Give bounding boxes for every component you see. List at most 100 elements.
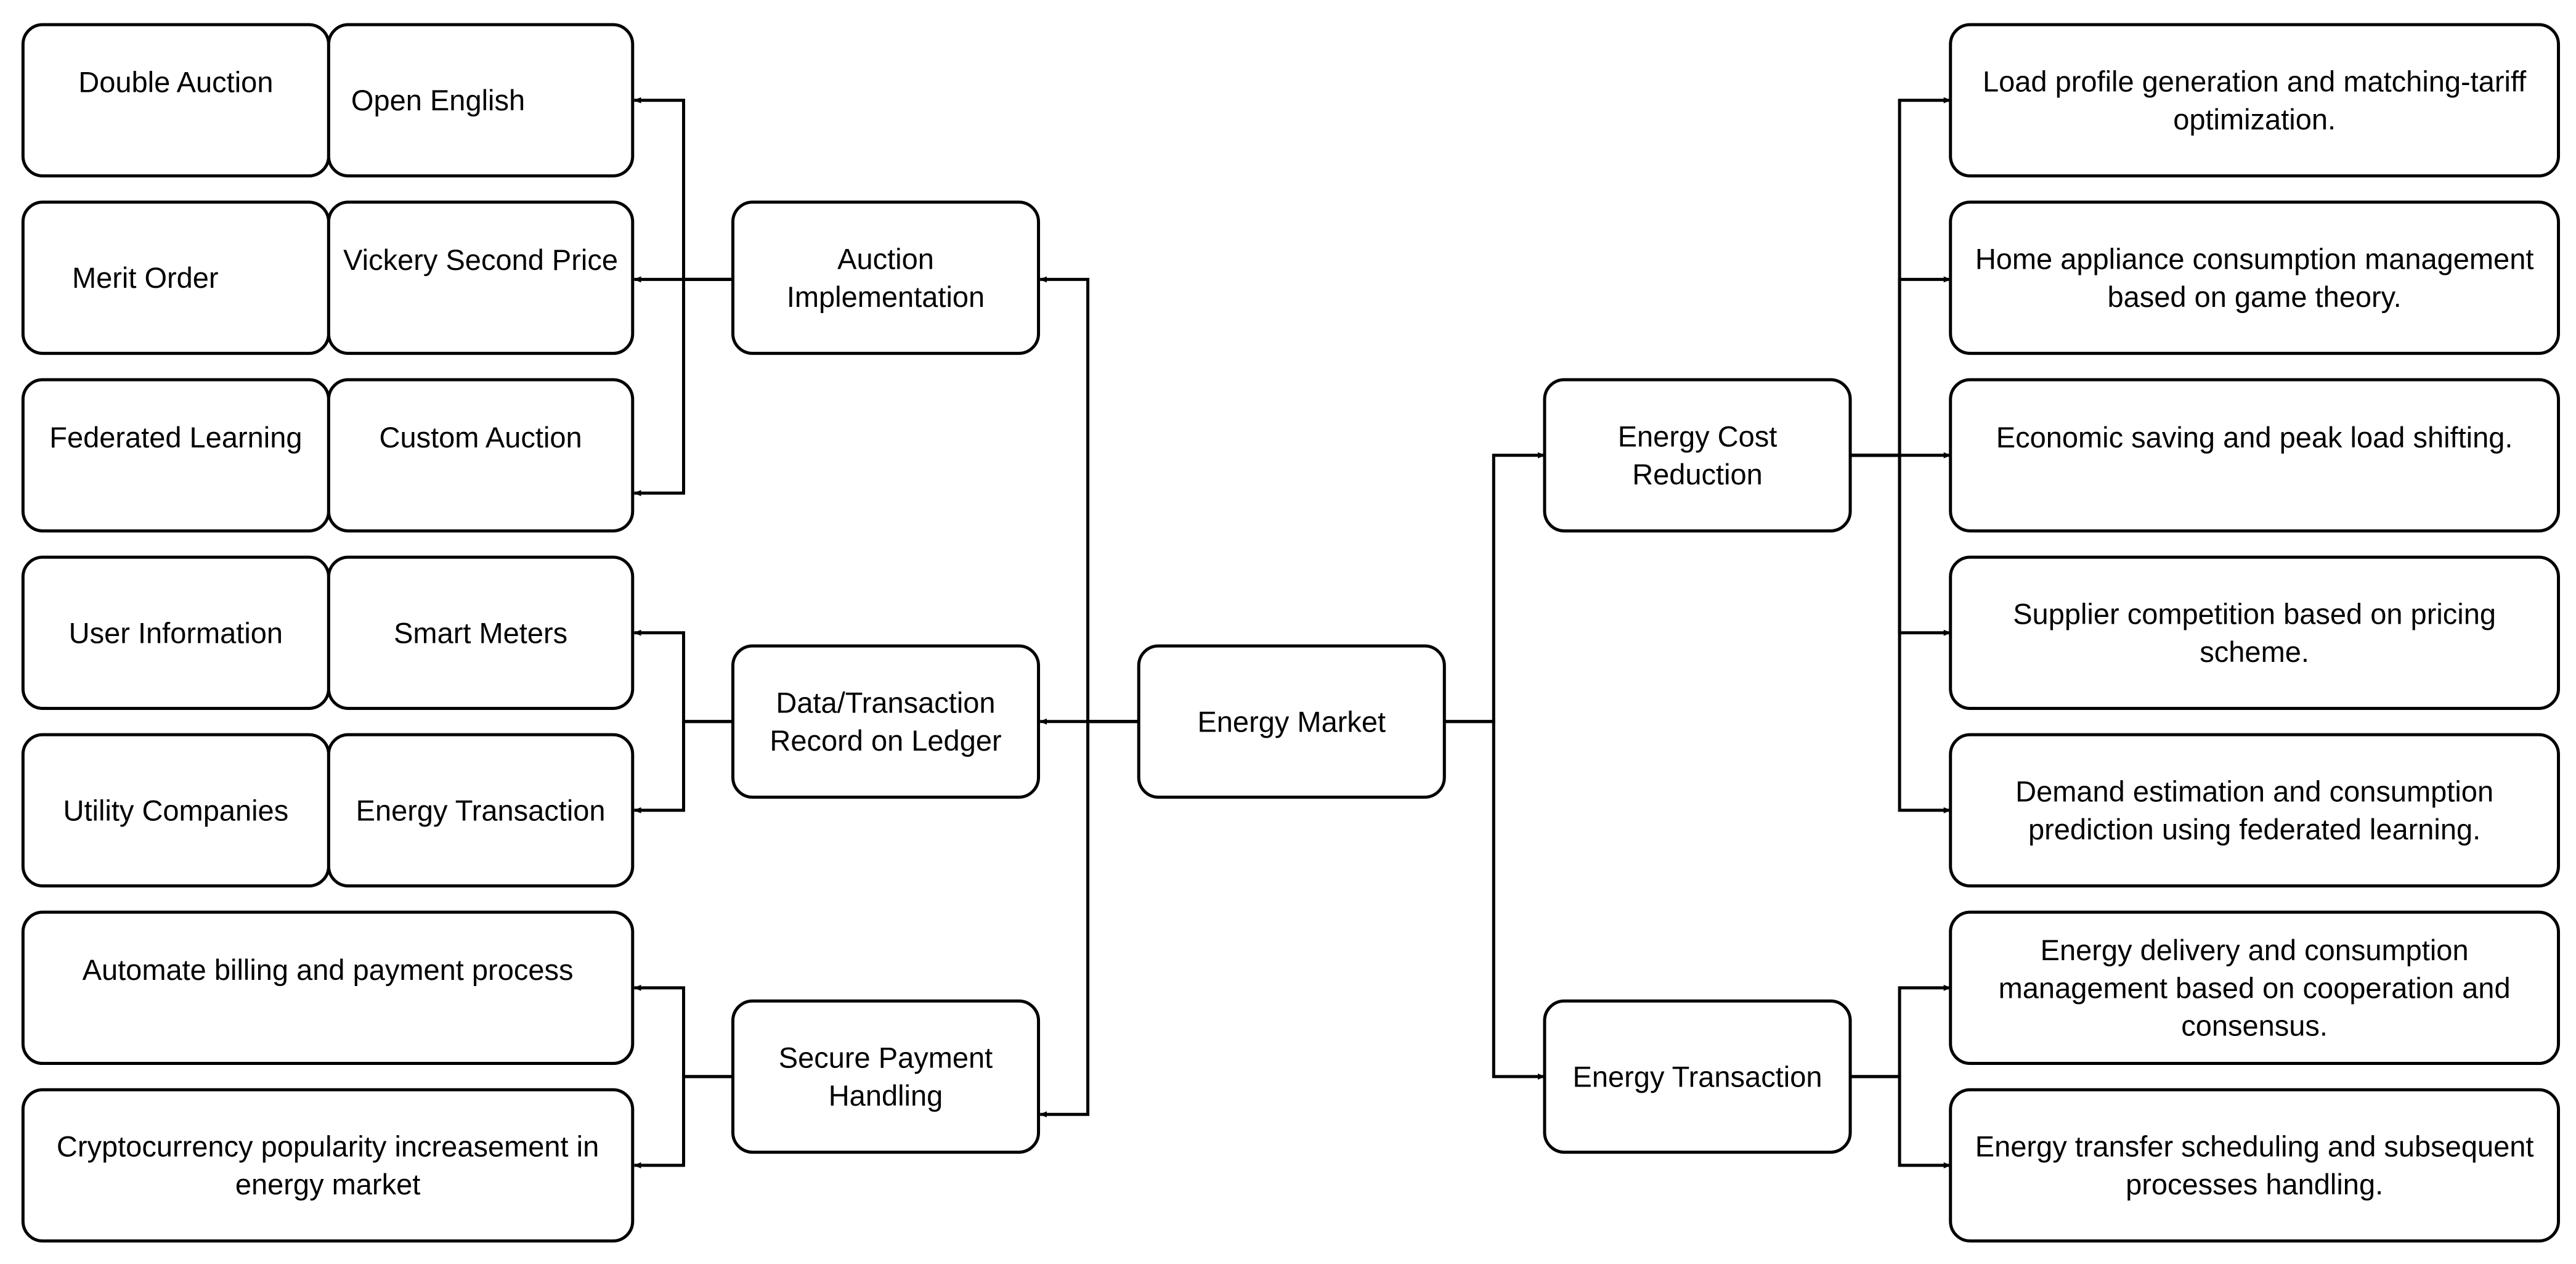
connector-energy-cost-reduction-to-home-appliance bbox=[1850, 276, 1951, 457]
node-open-english: Open English bbox=[327, 23, 635, 177]
node-box bbox=[1949, 1088, 2561, 1243]
node-box bbox=[327, 23, 635, 177]
node-box bbox=[1543, 999, 1852, 1154]
node-label: Energy Transaction bbox=[356, 794, 606, 826]
node-label: Supplier competition based on pricing bbox=[2013, 598, 2496, 630]
node-label: Data/Transaction bbox=[776, 687, 995, 719]
node-label: Utility Companies bbox=[63, 794, 289, 826]
node-label: Smart Meters bbox=[394, 616, 567, 649]
node-box bbox=[1949, 733, 2561, 888]
node-label: Merit Order bbox=[72, 261, 219, 294]
node-box bbox=[21, 1088, 635, 1243]
connector-auction-implementation-to-custom-auction bbox=[633, 277, 733, 497]
node-supplier-competition: Supplier competition based on pricing sch… bbox=[1949, 555, 2561, 710]
node-label: Cryptocurrency popularity increasement i… bbox=[57, 1130, 599, 1163]
node-box bbox=[21, 910, 635, 1066]
node-smart-meters: Smart Meters bbox=[327, 555, 635, 710]
node-label: consensus. bbox=[2181, 1009, 2328, 1042]
node-label: Federated Learning bbox=[49, 421, 302, 454]
connector-energy-market-to-energy-cost-reduction bbox=[1444, 452, 1545, 724]
connector-data-transaction-record-to-smart-meters bbox=[633, 629, 733, 724]
node-box bbox=[327, 200, 635, 355]
node-load-profile: Load profile generation and matching-tar… bbox=[1949, 23, 2561, 177]
node-label: User Information bbox=[69, 616, 283, 649]
node-label: Reduction bbox=[1632, 458, 1763, 491]
node-label: Energy delivery and consumption bbox=[2041, 934, 2469, 966]
node-label: management based on cooperation and bbox=[1999, 971, 2511, 1004]
node-federated-learning: Federated Learning bbox=[21, 378, 330, 532]
node-label: Economic saving and peak load shifting. bbox=[1996, 421, 2513, 454]
node-label: Double Auction bbox=[78, 66, 273, 99]
node-box bbox=[1543, 378, 1852, 532]
node-double-auction: Double Auction bbox=[21, 23, 330, 177]
node-box bbox=[731, 644, 1041, 799]
node-label: based on game theory. bbox=[2107, 280, 2401, 313]
connector-energy-market-to-auction-implementation bbox=[1039, 276, 1139, 724]
node-label: energy market bbox=[235, 1168, 420, 1201]
node-energy-delivery: Energy delivery and consumption managemen… bbox=[1949, 910, 2561, 1066]
node-label: Auction bbox=[837, 243, 934, 275]
node-box bbox=[327, 733, 635, 888]
node-label: Custom Auction bbox=[380, 421, 582, 454]
connector-data-transaction-record-to-energy-transaction-left bbox=[633, 720, 733, 813]
node-cryptocurrency: Cryptocurrency popularity increasement i… bbox=[21, 1088, 635, 1243]
connector-energy-market-to-energy-transaction-right bbox=[1444, 720, 1545, 1080]
node-box bbox=[1949, 555, 2561, 710]
node-box bbox=[1949, 378, 2561, 532]
node-label: Implementation bbox=[787, 280, 985, 313]
node-label: Secure Payment bbox=[779, 1042, 993, 1074]
node-box bbox=[327, 555, 635, 710]
node-label: Load profile generation and matching-tar… bbox=[1983, 65, 2527, 98]
node-box bbox=[1137, 644, 1446, 799]
node-box bbox=[327, 378, 635, 532]
node-demand-estimation: Demand estimation and consumption predict… bbox=[1949, 733, 2561, 888]
node-automate-billing: Automate billing and payment process bbox=[21, 910, 635, 1066]
node-merit-order: Merit Order bbox=[21, 200, 330, 355]
node-label: Energy Market bbox=[1197, 705, 1386, 738]
node-label: Energy Cost bbox=[1618, 420, 1778, 453]
node-label: Automate billing and payment process bbox=[83, 953, 574, 986]
connector-energy-transaction-right-to-energy-delivery bbox=[1850, 984, 1951, 1078]
node-label: prediction using federated learning. bbox=[2028, 813, 2481, 846]
node-box bbox=[1949, 200, 2561, 355]
node-label: Home appliance consumption management bbox=[1975, 243, 2534, 275]
node-vickery-second-price: Vickery Second Price bbox=[327, 200, 635, 355]
node-label: Open English bbox=[351, 84, 525, 116]
node-label: Demand estimation and consumption bbox=[2015, 775, 2493, 808]
node-custom-auction: Custom Auction bbox=[327, 378, 635, 532]
node-box bbox=[21, 23, 330, 177]
node-label: Handling bbox=[829, 1079, 943, 1112]
node-label: Vickery Second Price bbox=[343, 243, 618, 276]
node-label: scheme. bbox=[2200, 635, 2309, 668]
node-box bbox=[731, 200, 1041, 355]
node-label: processes handling. bbox=[2126, 1168, 2383, 1201]
node-home-appliance: Home appliance consumption management bas… bbox=[1949, 200, 2561, 355]
node-label: Record on Ledger bbox=[770, 724, 1001, 757]
connector-energy-cost-reduction-to-demand-estimation bbox=[1850, 454, 1951, 813]
node-label: optimization. bbox=[2173, 103, 2336, 136]
connector-energy-market-to-secure-payment bbox=[1039, 720, 1139, 1118]
connector-secure-payment-to-cryptocurrency bbox=[633, 1075, 733, 1168]
node-label: Energy transfer scheduling and subsequen… bbox=[1975, 1130, 2534, 1163]
node-box bbox=[731, 999, 1041, 1154]
connector-secure-payment-to-automate-billing bbox=[633, 984, 733, 1078]
node-energy-transfer: Energy transfer scheduling and subsequen… bbox=[1949, 1088, 2561, 1243]
node-box bbox=[1949, 23, 2561, 177]
connector-energy-transaction-right-to-energy-transfer bbox=[1850, 1075, 1951, 1168]
node-box bbox=[21, 378, 330, 532]
node-utility-companies: Utility Companies bbox=[21, 733, 330, 888]
node-user-information: User Information bbox=[21, 555, 330, 710]
node-energy-market: Energy Market bbox=[1137, 644, 1446, 799]
node-label: Energy Transaction bbox=[1573, 1060, 1822, 1093]
node-economic-saving: Economic saving and peak load shifting. bbox=[1949, 378, 2561, 532]
connector-auction-implementation-to-open-english bbox=[633, 97, 733, 281]
connector-layer bbox=[633, 97, 1951, 1168]
node-energy-transaction-left: Energy Transaction bbox=[327, 733, 635, 888]
node-energy-transaction-right: Energy Transaction bbox=[1543, 999, 1852, 1154]
